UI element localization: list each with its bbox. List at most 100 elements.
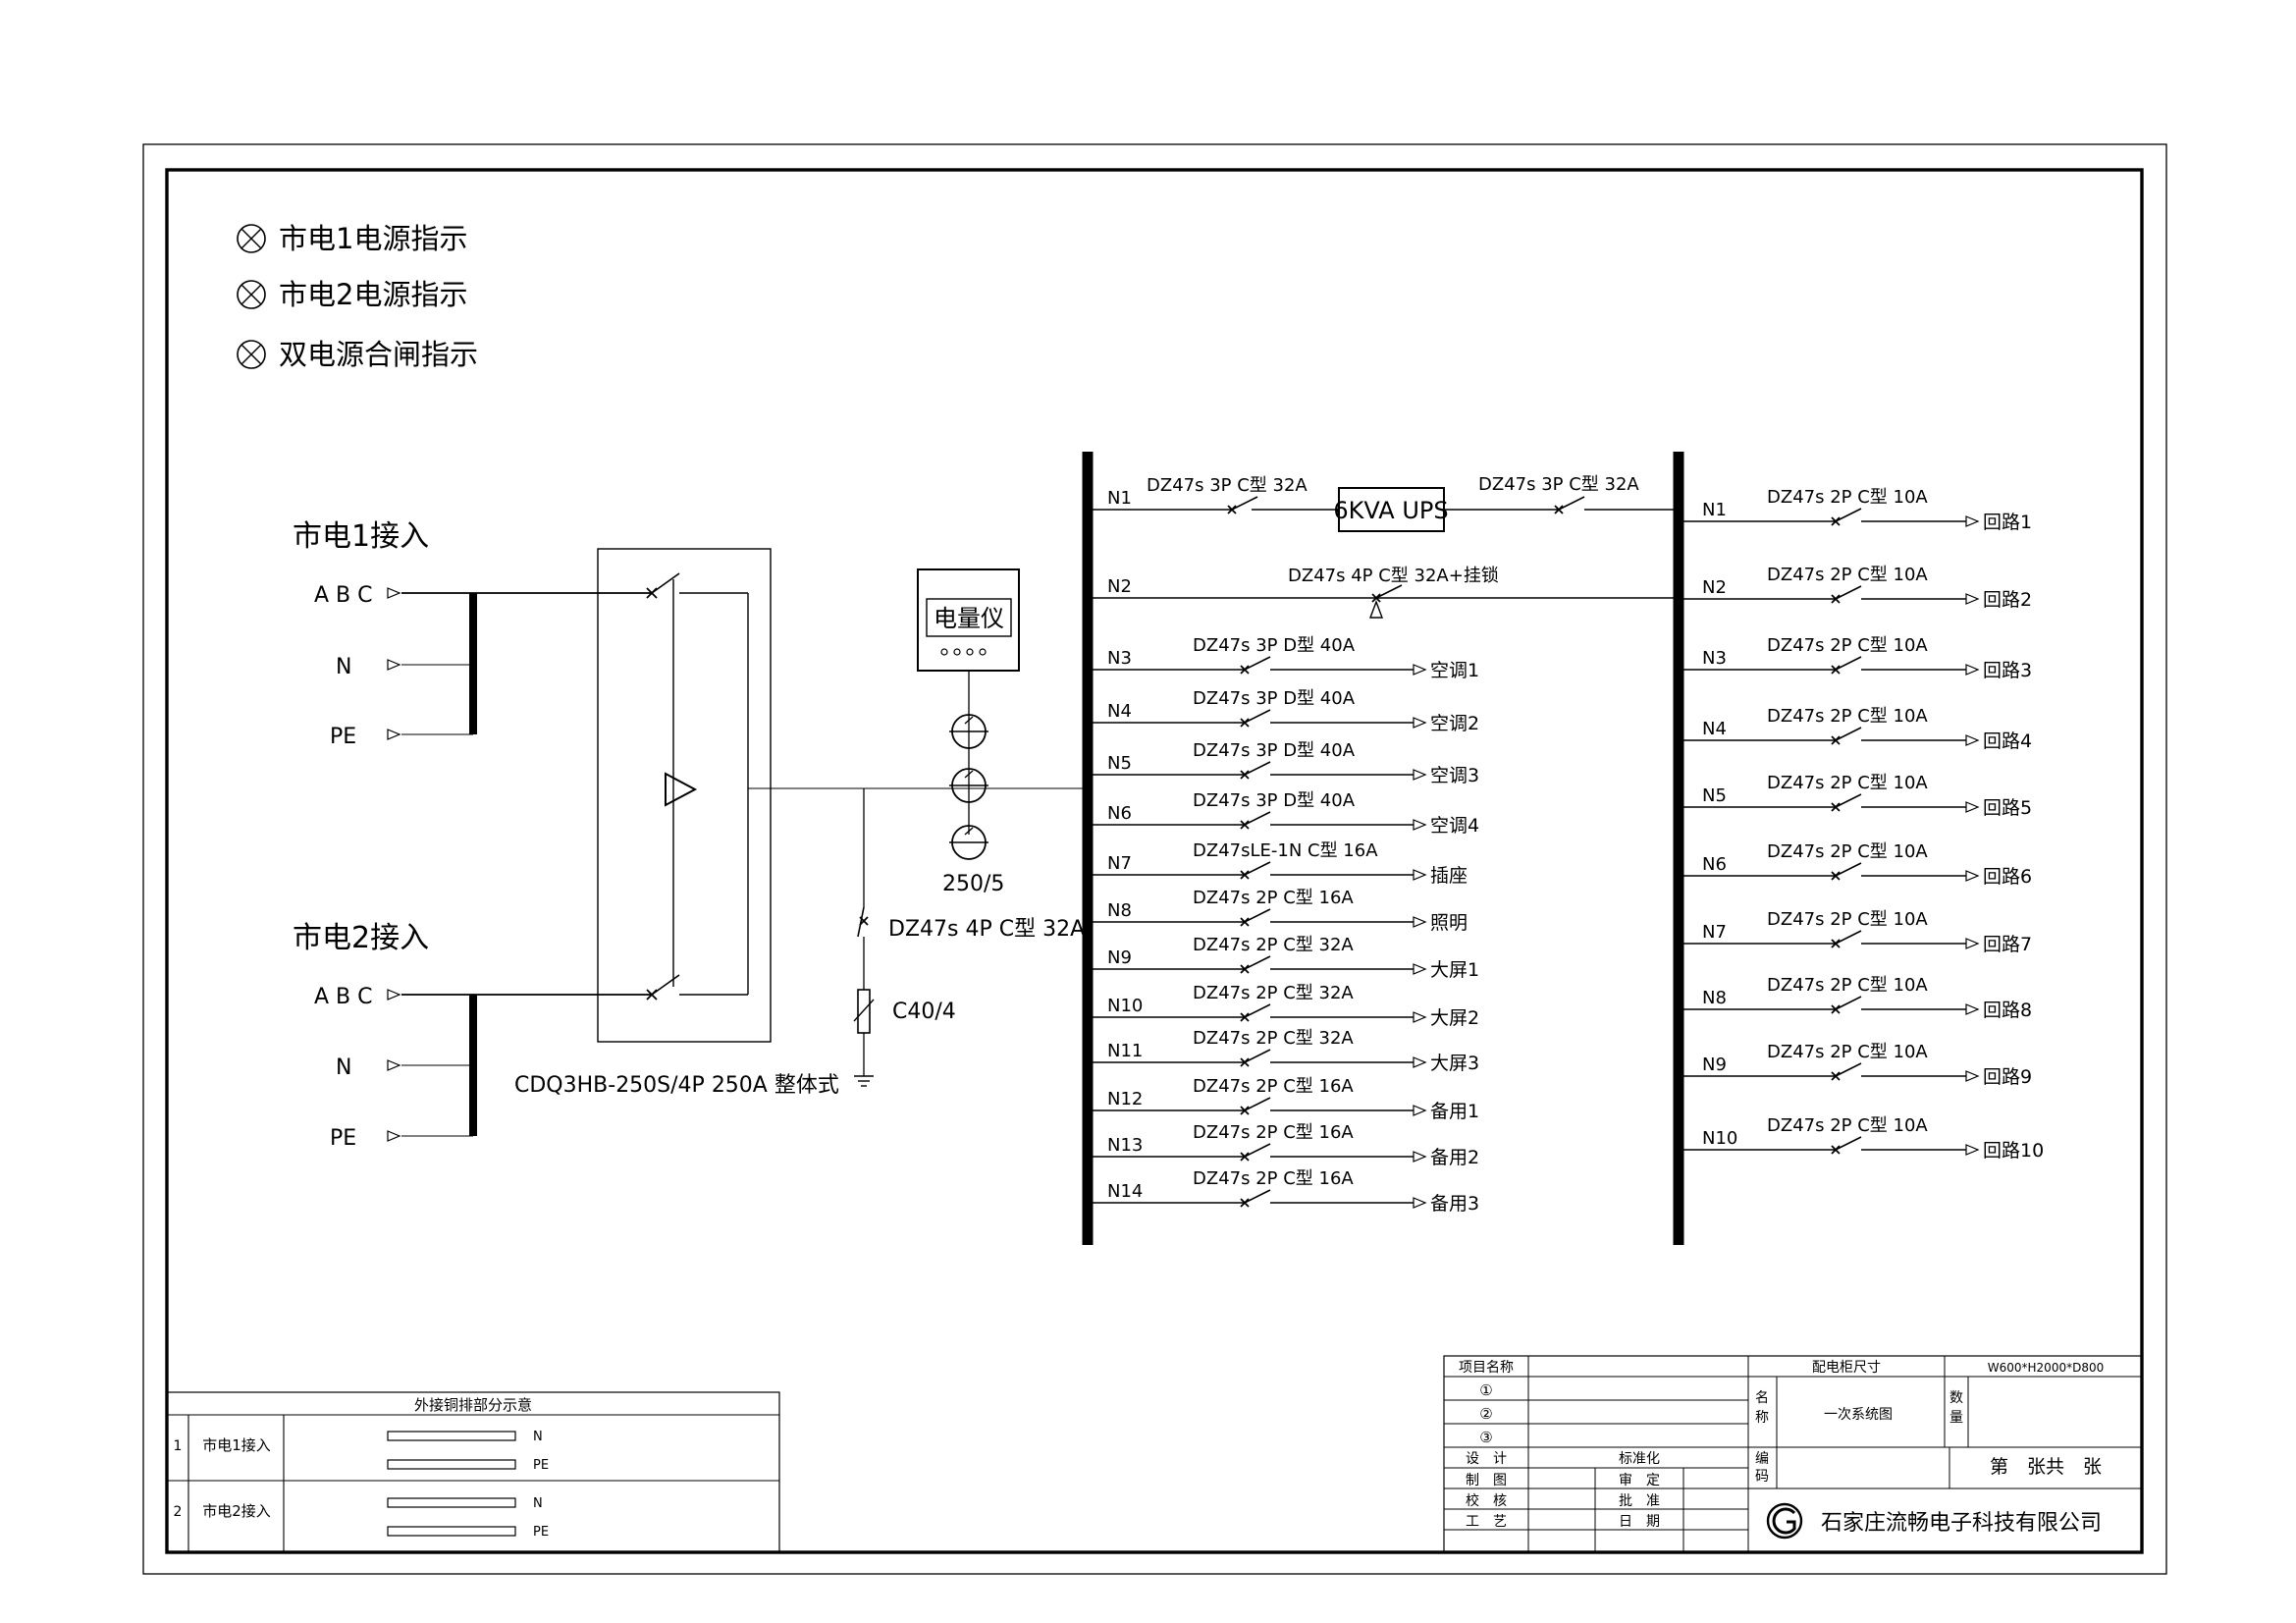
- outer-frame: [142, 143, 2167, 1575]
- breaker-blade-icon: [1375, 584, 1403, 599]
- ats-model-label: CDQ3HB-250S/4P 250A 整体式: [514, 1073, 839, 1098]
- ups-feeder-breaker-label: DZ47s 2P C型 10A: [1767, 773, 1928, 793]
- busbar-table-title: 外接铜排部分示意: [414, 1396, 532, 1414]
- feeder-id-label: N1: [1107, 488, 1132, 509]
- copper-bar-label: N: [533, 1496, 543, 1511]
- terminal-arrow-icon: [1965, 1144, 1980, 1156]
- quantity-label: 量: [1949, 1410, 1963, 1426]
- ups-feeder-load-label: 回路4: [1983, 730, 2032, 752]
- ups-feeder-breaker-label: DZ47s 2P C型 10A: [1767, 635, 1928, 656]
- ups-feeder-load-label: 回路7: [1983, 934, 2032, 955]
- code-label: 编: [1755, 1451, 1769, 1467]
- spd-breaker-blade-icon: [857, 906, 865, 938]
- current-transformer-icon: [964, 827, 974, 836]
- breaker-blade-icon: [1835, 930, 1862, 945]
- terminal-arrow-icon: [1965, 938, 1980, 949]
- indicator-lamp-icon: [240, 344, 262, 365]
- indicator-label: 市电2电源指示: [279, 278, 467, 311]
- indicator-label: 市电1电源指示: [279, 222, 467, 255]
- terminal-arrow-icon: [1413, 1011, 1427, 1023]
- power-meter-button-icon: [953, 648, 961, 656]
- terminal-arrow-icon: [1413, 963, 1427, 975]
- breaker-blade-icon: [1835, 793, 1862, 808]
- feeder-load-label: 大屏2: [1430, 1007, 1479, 1029]
- ups-feeder-load-label: 回路8: [1983, 1000, 2032, 1021]
- cabinet-size-value: W600*H2000*D800: [1988, 1361, 2104, 1375]
- feeder-breaker-label: DZ47s 2P C型 16A: [1193, 888, 1354, 908]
- copper-bar-icon: [387, 1526, 516, 1537]
- terminal-arrow-icon: [1413, 1056, 1427, 1068]
- current-transformer-icon: [964, 716, 974, 725]
- ups-feeder-id-label: N4: [1702, 719, 1727, 739]
- feeder-id-label: N6: [1107, 803, 1132, 824]
- sheet-count: 第 张共 张: [1990, 1456, 2102, 1478]
- feeder-breaker-label: DZ47s 3P D型 40A: [1193, 740, 1356, 761]
- feeder-load-label: 照明: [1430, 912, 1468, 934]
- surge-arrester-label: C40/4: [892, 1000, 956, 1024]
- indicator-lamp-icon: [237, 340, 266, 369]
- ups-feeder-id-label: N3: [1702, 648, 1727, 669]
- project-item-number: ③: [1479, 1429, 1492, 1446]
- feeder-breaker-label: DZ47s 3P C型 32A: [1147, 475, 1308, 496]
- ups-feeder-breaker-label: DZ47s 2P C型 10A: [1767, 909, 1928, 930]
- copper-bar-icon: [387, 1497, 516, 1508]
- padlock-icon: [1368, 600, 1384, 619]
- role-label: 设 计: [1466, 1451, 1507, 1467]
- ups-feeder-id-label: N5: [1702, 785, 1727, 806]
- ups-out-breaker-label: DZ47s 3P C型 32A: [1478, 474, 1639, 495]
- feeder-breaker-label: DZ47s 2P C型 16A: [1193, 1168, 1354, 1189]
- feeder-id-label: N3: [1107, 648, 1132, 669]
- terminal-arrow-icon: [1413, 1151, 1427, 1163]
- role-label: 审 定: [1619, 1473, 1660, 1488]
- name-label: 名: [1755, 1390, 1769, 1406]
- ups-label: 6KVA UPS: [1333, 497, 1448, 524]
- ups-feeder-breaker-label: DZ47s 2P C型 10A: [1767, 841, 1928, 862]
- feeder-breaker-label: DZ47s 2P C型 16A: [1193, 1122, 1354, 1143]
- power-meter-button-icon: [940, 648, 948, 656]
- feeder-id-label: N5: [1107, 753, 1132, 774]
- feeder-breaker-label: DZ47s 3P D型 40A: [1193, 635, 1356, 656]
- role-label: 标准化: [1619, 1451, 1660, 1467]
- breaker-blade-icon: [1244, 761, 1271, 776]
- breaker-blade-icon: [1231, 496, 1258, 511]
- role-label: 制 图: [1466, 1473, 1507, 1488]
- ct-ratio-label: 250/5: [942, 872, 1004, 896]
- ups-feeder-id-label: N1: [1702, 500, 1727, 520]
- indicator-lamp-icon: [237, 224, 266, 253]
- power-meter-button-icon: [966, 648, 974, 656]
- terminal-arrow-icon: [387, 729, 401, 740]
- ups-feeder-load-label: 回路3: [1983, 660, 2032, 681]
- breaker-blade-icon: [1835, 585, 1862, 600]
- feeder-id-label: N10: [1107, 996, 1143, 1016]
- feeder-breaker-label: DZ47sLE-1N C型 16A: [1193, 840, 1378, 861]
- copper-bar-icon: [387, 1431, 516, 1441]
- earth-label: PE: [330, 1126, 356, 1151]
- terminal-arrow-icon: [387, 1130, 401, 1142]
- breaker-blade-icon: [1244, 1049, 1271, 1063]
- role-label: 批 准: [1619, 1493, 1660, 1509]
- terminal-arrow-icon: [1965, 801, 1980, 813]
- terminal-arrow-icon: [1413, 769, 1427, 781]
- feeder-id-label: N9: [1107, 947, 1132, 968]
- terminal-arrow-icon: [1413, 819, 1427, 831]
- breaker-blade-icon: [1835, 656, 1862, 671]
- company-name: 石家庄流畅电子科技有限公司: [1821, 1511, 2102, 1536]
- source-title: 市电1接入: [293, 519, 429, 554]
- inner-frame: [165, 168, 2144, 1554]
- terminal-arrow-icon: [1413, 664, 1427, 676]
- drawing-name: 一次系统图: [1824, 1407, 1893, 1423]
- breaker-blade-icon: [1244, 811, 1271, 826]
- busbar-row-name: 市电2接入: [202, 1502, 271, 1520]
- feeder-load-label: 备用3: [1430, 1193, 1479, 1215]
- feeder-load-label: 大屏1: [1430, 959, 1479, 981]
- ups-feeder-load-label: 回路2: [1983, 589, 2032, 611]
- breaker-blade-icon: [1244, 656, 1271, 671]
- ats-controller-icon: [665, 772, 698, 807]
- feeder-id-label: N13: [1107, 1135, 1143, 1156]
- breaker-blade-icon: [1244, 1189, 1271, 1204]
- terminal-arrow-icon: [1965, 664, 1980, 676]
- breaker-blade-icon: [1244, 955, 1271, 970]
- feeder-load-label: 备用1: [1430, 1101, 1479, 1122]
- feeder-id-label: N8: [1107, 900, 1132, 921]
